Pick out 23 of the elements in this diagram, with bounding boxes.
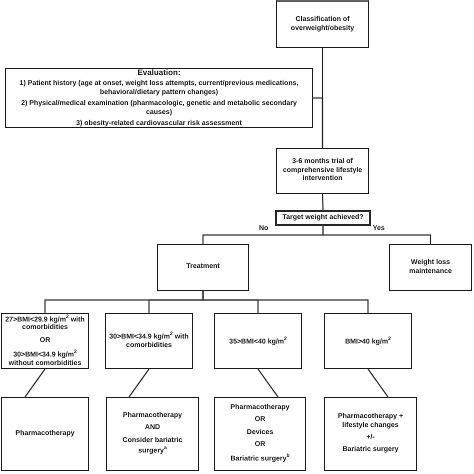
connector-line <box>24 368 46 398</box>
process-box <box>214 313 302 369</box>
process-box <box>157 244 249 291</box>
process-box <box>276 148 369 194</box>
process-box <box>5 68 313 128</box>
process-box <box>214 397 306 471</box>
connector-line <box>128 368 150 398</box>
process-box <box>1 397 89 471</box>
process-box <box>324 313 412 369</box>
process-box <box>389 244 472 291</box>
connector-line <box>313 97 324 148</box>
connector-line <box>322 226 432 244</box>
process-box <box>276 0 369 48</box>
process-box <box>106 397 199 471</box>
connector-line <box>202 291 369 313</box>
connector-line <box>322 194 324 210</box>
process-box <box>324 397 417 471</box>
connector-line <box>258 368 278 398</box>
process-box <box>105 313 193 369</box>
process-box <box>1 313 89 369</box>
connector-line <box>368 368 388 398</box>
decision-box <box>275 210 371 226</box>
node-text: Evaluation: <box>137 68 181 78</box>
